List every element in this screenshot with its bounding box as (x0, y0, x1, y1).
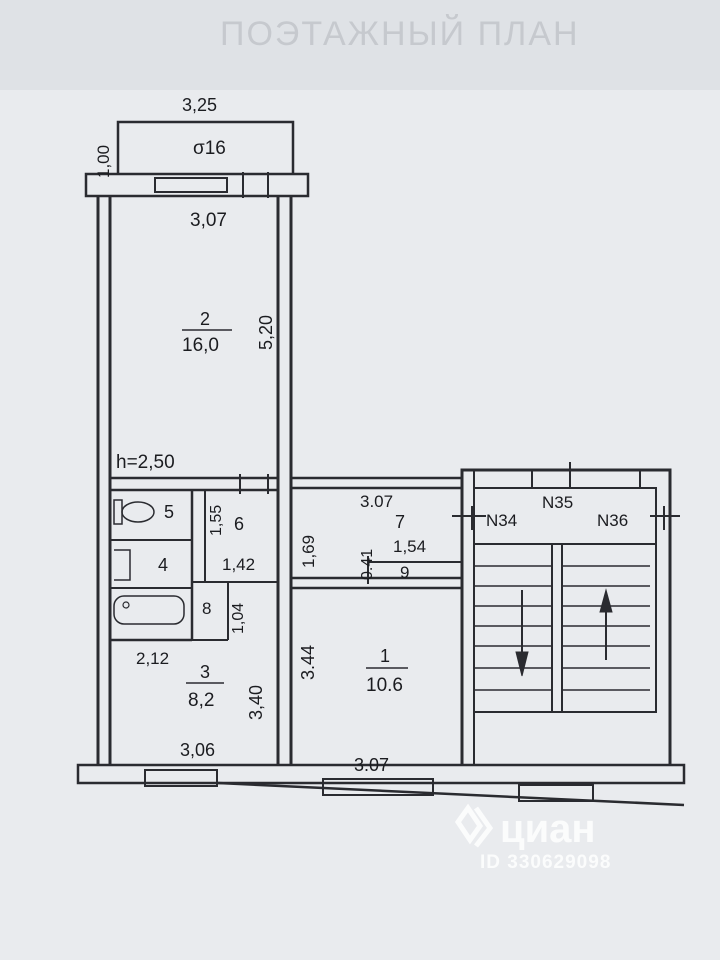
room3-area: 8,2 (188, 690, 214, 711)
balcony-depth-label: 1,00 (94, 145, 113, 178)
facade-step-1 (217, 781, 685, 807)
bath-tub (113, 595, 185, 625)
toilet-bowl (121, 501, 155, 523)
bottom-facade-wall (76, 763, 686, 785)
room2-width-label: 3,07 (190, 210, 227, 231)
cian-logo-icon (454, 803, 494, 848)
room2-number: 2 (200, 309, 210, 329)
room3-width-bottom-label: 3,06 (180, 740, 215, 760)
bath-dim-label: 1,04 (230, 603, 247, 634)
ceiling-height-label: h=2,50 (116, 452, 175, 473)
wc-number: 5 (164, 502, 174, 522)
balcony-outline (116, 120, 295, 178)
corridor6-dim-label: 1,42 (222, 555, 255, 574)
room1-length-label: 3.44 (298, 645, 318, 680)
balcony-width-label: 3,25 (182, 95, 217, 115)
room1-area: 10.6 (366, 675, 403, 696)
stair-label-n35: N35 (542, 493, 573, 512)
room3-number: 3 (200, 662, 210, 682)
watermark: циан ID 330629098 (454, 803, 611, 873)
sink-number: 4 (158, 555, 168, 575)
balcony-window (154, 177, 228, 193)
hall7-dim-b-label: 1,54 (393, 537, 426, 556)
sink-basin (114, 549, 131, 581)
stair-arrow-down-icon (515, 651, 529, 677)
stair-label-n36: N36 (597, 511, 628, 530)
room3-width-top-label: 2,12 (136, 649, 169, 668)
window-stairwell (518, 784, 594, 802)
passage-dim-label: 1,69 (299, 535, 318, 568)
bath-drain (122, 601, 130, 609)
header-text: ПОЭТАЖНЫЙ ПЛАН (220, 15, 580, 53)
stair-label-n34: N34 (486, 511, 517, 530)
balcony-name-label: σ16 (193, 138, 226, 159)
wc-dim-label: 1,55 (208, 505, 225, 536)
hall7-number: 7 (395, 512, 405, 532)
hall7-dim-a-label: 0.41 (359, 549, 376, 580)
room3-length-label: 3,40 (246, 685, 266, 720)
room2-length-label: 5,20 (256, 315, 276, 350)
walls (76, 120, 686, 807)
paper-shadow-top (0, 0, 720, 90)
hall7-width-label: 3.07 (360, 492, 393, 511)
watermark-brand: циан (500, 807, 596, 851)
room1-width-label: 3.07 (354, 755, 389, 775)
stair-railing-box (473, 543, 657, 713)
stair-arrow-up-icon (599, 588, 613, 613)
closet9-number: 9 (400, 563, 409, 582)
room1-number: 1 (380, 646, 390, 666)
bath-number: 8 (202, 599, 211, 618)
balcony-slab (84, 172, 310, 198)
watermark-id: ID 330629098 (480, 852, 611, 873)
window-room3 (144, 769, 218, 787)
room2-area: 16,0 (182, 335, 219, 356)
labels: 3,25 1,00 σ16 3,07 2 16,0 5,20 h=2,50 5 … (94, 95, 628, 775)
corridor6-number: 6 (234, 514, 244, 534)
